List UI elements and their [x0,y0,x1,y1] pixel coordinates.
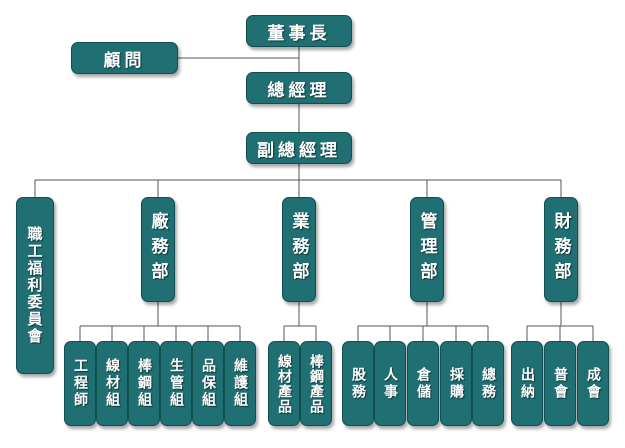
unit-general-accounting: 普會 [544,341,576,426]
unit-cashier: 出納 [511,341,543,426]
department-management: 管理部 [410,197,444,302]
unit-wire-products: 線材產品 [268,341,300,426]
unit-personnel: 人事 [374,341,406,426]
unit-cost-accounting: 成會 [577,341,609,426]
unit-engineer: 工程師 [64,341,96,426]
welfare-committee-box: 職工福利委員會 [16,197,54,374]
unit-bar-steel-products: 棒鋼產品 [300,341,332,426]
unit-purchasing: 採購 [440,341,472,426]
unit-shareholder-affairs: 股務 [342,341,374,426]
unit-general-affairs: 總務 [472,341,504,426]
unit-bar-steel-group: 棒鋼組 [128,341,160,426]
unit-production-control: 生管組 [160,341,192,426]
advisor-box: 顧問 [71,42,178,74]
chairman-box: 董事長 [246,15,352,47]
department-sales: 業務部 [282,197,316,302]
unit-quality-assurance: 品保組 [192,341,224,426]
department-plant: 廠務部 [141,197,175,302]
department-finance: 財務部 [544,197,578,302]
unit-maintenance: 維護組 [224,341,256,426]
general-manager-box: 總經理 [246,72,352,104]
unit-warehouse: 倉儲 [407,341,439,426]
unit-wire-group: 線材組 [96,341,128,426]
deputy-general-manager-box: 副總經理 [246,132,352,164]
